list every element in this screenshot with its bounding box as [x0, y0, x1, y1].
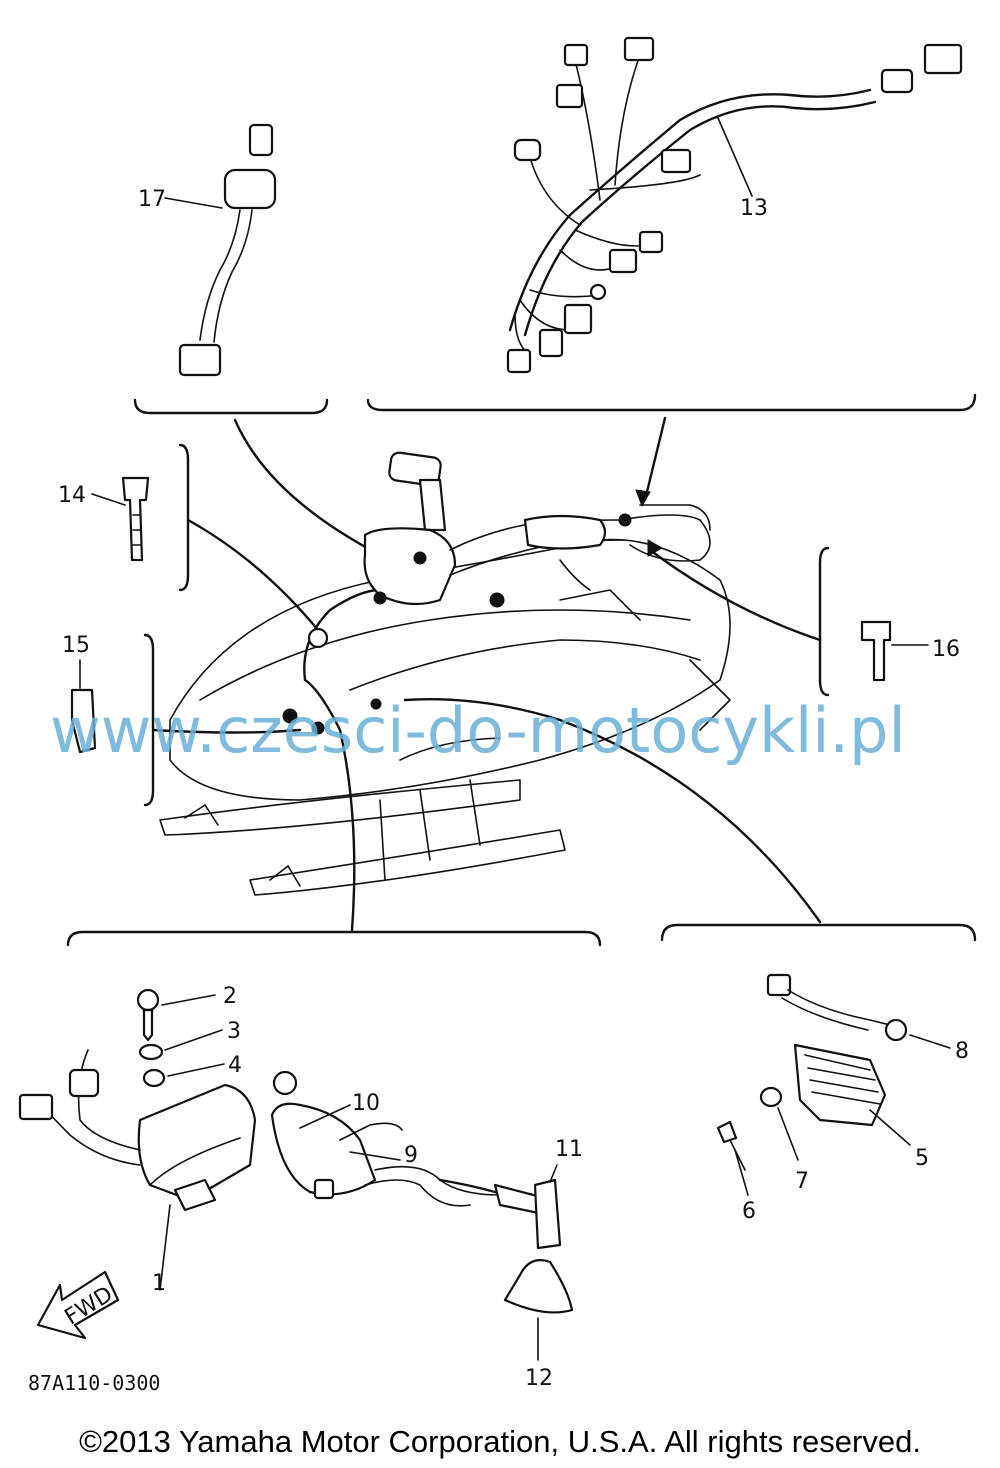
callout-16: 16	[932, 637, 960, 662]
cdi-unit	[18, 988, 257, 1291]
callout-5: 5	[915, 1146, 929, 1171]
callout-labels: 1 2 3 4 5 6 7 8 9 10 11 12 13 14 15 16 1…	[58, 187, 969, 1391]
callout-2: 2	[223, 984, 237, 1009]
ignition-coil	[270, 1070, 574, 1361]
rectifier-regulator	[716, 973, 951, 1196]
forward-arrow-icon: FWD	[36, 1270, 120, 1340]
callout-12: 12	[525, 1366, 553, 1391]
group-brackets	[66, 393, 977, 947]
callout-4: 4	[228, 1053, 242, 1078]
clamps	[70, 476, 929, 754]
callout-14: 14	[58, 483, 86, 508]
callout-1: 1	[152, 1271, 166, 1296]
callout-13: 13	[740, 196, 768, 221]
callout-9: 9	[404, 1143, 418, 1168]
copyright-notice: ©2013 Yamaha Motor Corporation, U.S.A. A…	[79, 1424, 921, 1459]
callout-15: 15	[62, 633, 90, 658]
callout-7: 7	[795, 1169, 809, 1194]
watermark: www.czesci-do-motocykli.pl	[50, 694, 906, 767]
callout-8: 8	[955, 1039, 969, 1064]
main-switch	[164, 123, 277, 377]
callout-3: 3	[227, 1019, 241, 1044]
callout-11: 11	[555, 1137, 583, 1162]
callout-6: 6	[742, 1199, 756, 1224]
group-leaders	[151, 416, 822, 932]
handlebar	[282, 451, 632, 735]
callout-17: 17	[138, 187, 166, 212]
atv-frame	[159, 504, 731, 896]
callout-10: 10	[352, 1091, 380, 1116]
wire-harness	[506, 36, 963, 374]
diagram-code: 87A110-0300	[28, 1371, 160, 1395]
